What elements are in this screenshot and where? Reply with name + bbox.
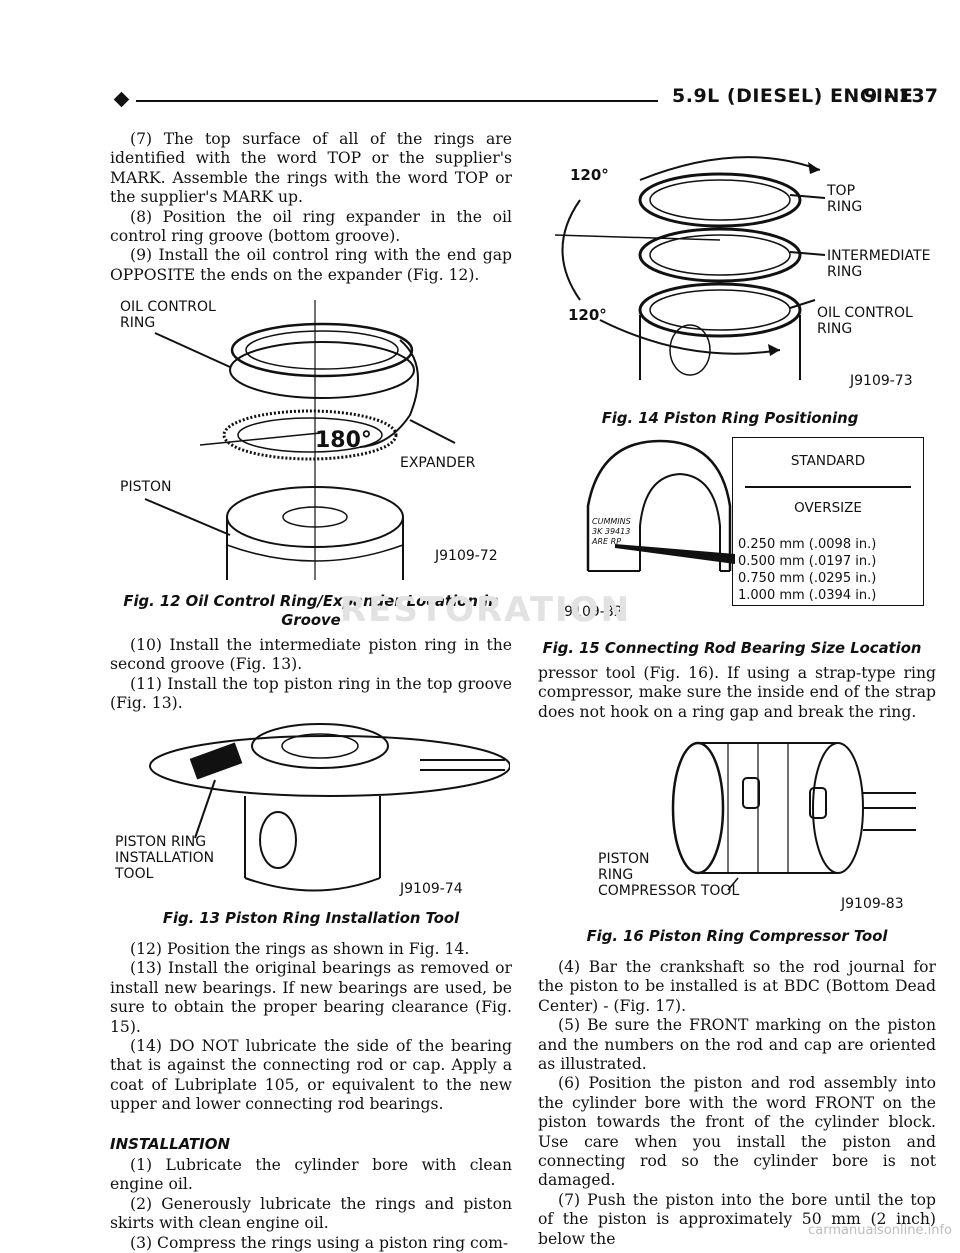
install-step-2-paragraph: (2) Generously lubricate the rings and p…: [110, 1194, 512, 1233]
size-row: 0.500 mm (.0197 in.): [738, 554, 877, 569]
fig12-label-ring-2: RING: [120, 315, 155, 331]
fig15-illustration: CUMMINS 3K 39413 ARE RP J9109-82: [559, 439, 735, 620]
standard-label: STANDARD: [790, 453, 866, 469]
fig16-label-tool-3: COMPRESSOR TOOL: [598, 883, 739, 899]
install-step-3-paragraph: (3) Compress the rings using a piston ri…: [130, 1233, 509, 1252]
fig14-label-intermediate-2: RING: [827, 264, 862, 280]
fig16-illustration: PISTON RING COMPRESSOR TOOL J9109-83: [598, 741, 916, 912]
fig15-stamp-2: 3K 39413: [592, 527, 630, 536]
size-row: 0.750 mm (.0295 in.): [738, 571, 877, 586]
header-rule: [136, 100, 658, 102]
fig14-id: J9109-73: [849, 373, 913, 389]
step-9-paragraph: (9) Install the oil control ring with th…: [110, 246, 512, 284]
fig16-id: J9109-83: [840, 896, 904, 912]
size-list: 0.250 mm (.0098 in.) 0.500 mm (.0197 in.…: [738, 536, 876, 604]
fig13-caption: Fig. 13 Piston Ring Installation Tool: [162, 910, 460, 927]
page-number: 9 - 137: [864, 85, 938, 107]
fig14-label-oil-1: OIL CONTROL: [817, 305, 913, 321]
fig15-id: J9109-82: [559, 604, 623, 620]
install-step-4-paragraph: (4) Bar the crankshaft so the rod journa…: [538, 958, 936, 1015]
watermark: RESTORATION: [340, 590, 632, 630]
header-title: 5.9L (DIESEL) ENGINE: [672, 85, 914, 107]
step-13-paragraph: (13) Install the original bearings as re…: [110, 959, 512, 1036]
step-7-paragraph: (7) The top surface of all of the rings …: [110, 130, 512, 207]
size-row: 1.000 mm (.0394 in.): [738, 588, 877, 603]
fig12-angle-label: 180°: [315, 428, 372, 453]
fig12-label-piston: PISTON: [120, 479, 172, 495]
fig14-label-intermediate-1: INTERMEDIATE: [827, 248, 930, 264]
fig12-illustration: OIL CONTROL RING 180° EXPANDER PISTON J9…: [120, 299, 498, 580]
installation-heading: INSTALLATION: [110, 1134, 231, 1153]
right-column-low: (4) Bar the crankshaft so the rod journa…: [538, 958, 936, 1249]
left-column-low: (12) Position the rings as shown in Fig.…: [110, 940, 512, 1253]
install-step-1-paragraph: (1) Lubricate the cylinder bore with cle…: [110, 1156, 512, 1194]
fig14-illustration: 120° 120° TOP RING INTERMEDIATE RING OIL…: [554, 156, 930, 389]
left-column-mid: (10) Install the intermediate piston rin…: [110, 636, 512, 714]
step-14-paragraph: (14) DO NOT lubricate the side of the be…: [110, 1037, 512, 1114]
bearing-size-table: STANDARD OVERSIZE 0.250 mm (.0098 in.) 0…: [732, 437, 924, 606]
step-11-paragraph: (11) Install the top piston ring in the …: [110, 674, 512, 713]
install-step-7-paragraph: (7) Push the piston into the bore until …: [538, 1190, 936, 1248]
fig14-label-top-1: TOP: [826, 183, 855, 199]
fig13-label-tool-2: INSTALLATION: [115, 850, 214, 866]
fig13-label-tool-3: TOOL: [114, 866, 154, 882]
install-step-5-paragraph: (5) Be sure the FRONT marking on the pis…: [538, 1016, 936, 1074]
fig12-id: J9109-72: [434, 548, 498, 564]
fig16-label-tool-1: PISTON: [598, 851, 650, 867]
fig14-label-top-2: RING: [827, 199, 862, 215]
fig13-label-tool-1: PISTON RING: [115, 834, 206, 850]
fig14-angle-top: 120°: [570, 166, 609, 184]
fig16-label-tool-2: RING: [598, 867, 633, 883]
fig14-caption: Fig. 14 Piston Ring Positioning: [601, 410, 859, 427]
footer-site: carmanualsonline.info: [808, 1223, 952, 1238]
table-divider: [745, 486, 911, 488]
fig14-label-oil-2: RING: [817, 321, 852, 337]
fig15-stamp-3: ARE RP: [591, 537, 621, 546]
right-column-top: pressor tool (Fig. 16). If using a strap…: [538, 664, 936, 722]
fig12-caption: Fig. 12 Oil Control Ring/Expander Locati…: [123, 593, 499, 629]
fig12-label-ring-1: OIL CONTROL: [120, 299, 216, 315]
fig12-label-expander: EXPANDER: [400, 455, 476, 471]
size-row: 0.250 mm (.0098 in.): [738, 537, 877, 552]
fig16-caption: Fig. 16 Piston Ring Compressor Tool: [586, 928, 888, 945]
left-column-top: (7) The top surface of all of the rings …: [110, 130, 512, 285]
fig14-angle-bottom: 120°: [568, 306, 607, 324]
step-12-paragraph: (12) Position the rings as shown in Fig.…: [130, 940, 470, 958]
oversize-label: OVERSIZE: [794, 500, 862, 516]
fig13-illustration: PISTON RING INSTALLATION TOOL J9109-74: [114, 723, 510, 897]
step-10-paragraph: (10) Install the intermediate piston rin…: [110, 636, 512, 674]
compressor-continuation-paragraph: pressor tool (Fig. 16). If using a strap…: [538, 664, 936, 721]
fig13-id: J9109-74: [399, 881, 463, 897]
step-8-paragraph: (8) Position the oil ring expander in th…: [110, 207, 512, 246]
header-diamond-icon: [113, 91, 130, 108]
fig15-stamp-1: CUMMINS: [592, 517, 631, 526]
fig15-caption: Fig. 15 Connecting Rod Bearing Size Loca…: [542, 640, 922, 657]
install-step-6-paragraph: (6) Position the piston and rod assembly…: [538, 1074, 936, 1190]
